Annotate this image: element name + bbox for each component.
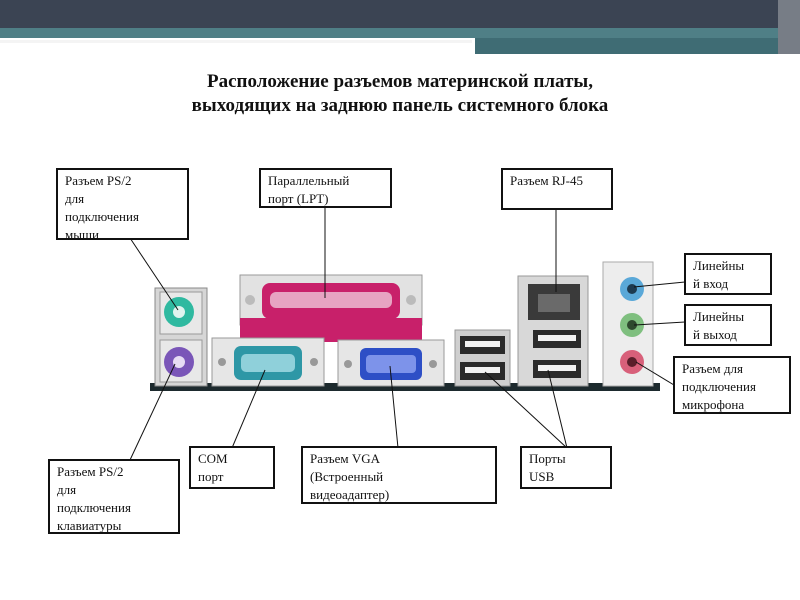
ps2-block [154, 287, 208, 387]
board-edge [150, 383, 660, 391]
header-bar-dark [0, 0, 800, 28]
usb-block [454, 329, 511, 387]
header-bar-teal-right [475, 38, 800, 54]
label-lpt: Параллельный порт (LPT) [259, 168, 392, 208]
label-ps2-mouse: Разъем PS/2 для подключения мыши [56, 168, 189, 242]
label-vga: Разъем VGA (Встроенный видеоадаптер) [301, 446, 497, 504]
label-com: COM порт [189, 446, 275, 489]
header-bar-teal [0, 28, 800, 38]
label-line-out: Линейны й выход [684, 304, 772, 346]
label-ps2-keyboard: Разъем PS/2 для подключения клавиатуры [48, 459, 180, 534]
header-corner-block [778, 0, 800, 54]
label-line-in: Линейны й вход [684, 253, 772, 295]
label-rj45: Разъем RJ-45 [501, 168, 613, 210]
slide-title: Расположение разъемов материнской платы,… [191, 71, 609, 116]
rj45-usb-block [517, 275, 589, 387]
leader-lines [129, 208, 686, 461]
label-usb: Порты USB [520, 446, 612, 489]
label-mic: Разъем для подключения микрофона [673, 356, 791, 414]
header-bar-white [0, 40, 472, 43]
lpt-com-vga-block [211, 274, 445, 387]
